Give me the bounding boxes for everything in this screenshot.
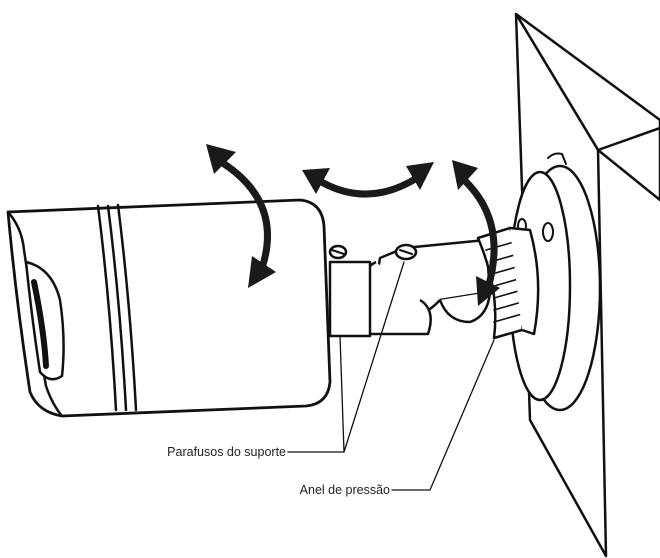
bracket-arm (328, 238, 492, 338)
tilt-arrow-icon (206, 144, 276, 288)
rotate-arrow-icon (452, 160, 500, 306)
pressure-ring (476, 226, 540, 340)
callout-leaders (287, 261, 495, 491)
bracket-screws (328, 243, 418, 261)
pressure-ring-label: Anel de pressão (300, 483, 390, 497)
camera-body (6, 198, 332, 418)
pan-arrow-icon (302, 162, 434, 198)
bracket-screws-label: Parafusos do suporte (167, 445, 286, 459)
